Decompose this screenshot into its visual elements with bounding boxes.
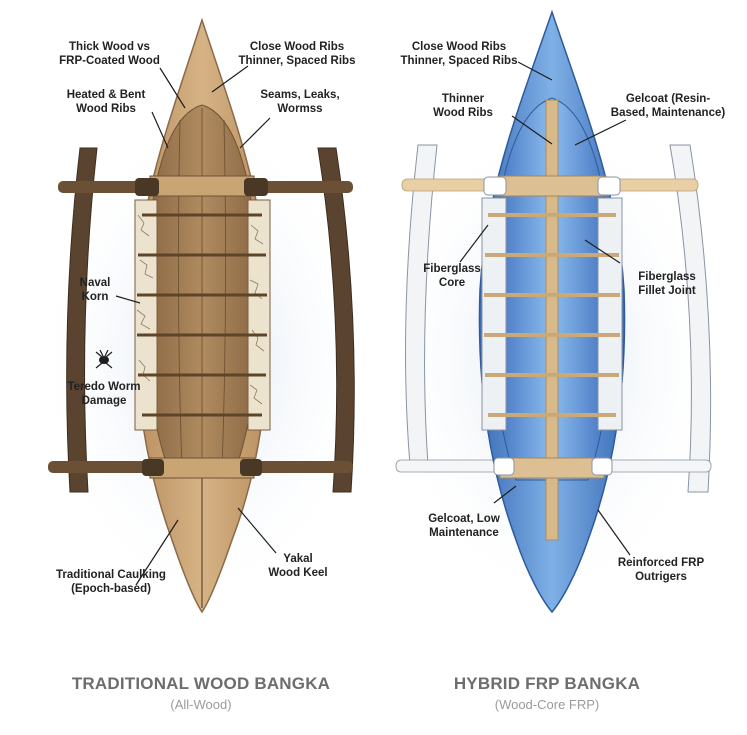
right-lashing-2 bbox=[597, 176, 621, 196]
left-leader-lines bbox=[115, 65, 277, 586]
right-outrigger-float-right bbox=[669, 144, 712, 493]
left-lashing-2 bbox=[244, 178, 268, 196]
label-gelcoat-resin: Gelcoat (Resin- Based, Maintenance) bbox=[610, 93, 726, 119]
label-naval-korn: Naval Korn bbox=[79, 277, 111, 303]
label-fiberglass-core: Fiberglass Core bbox=[423, 263, 481, 289]
right-side-panel-right bbox=[597, 197, 623, 431]
right-title: HYBRID FRP BANGKA bbox=[453, 674, 641, 693]
left-subtitle: (All-Wood) bbox=[170, 697, 232, 712]
right-thwart-top bbox=[497, 175, 607, 197]
label-gelcoat-low: Gelcoat, Low Maintenance bbox=[428, 513, 500, 539]
label-thinner-ribs: Thinner Wood Ribs bbox=[433, 93, 493, 119]
left-side-panel-left bbox=[134, 199, 158, 431]
teredo-worm-icon bbox=[95, 349, 113, 369]
right-thwart-bottom bbox=[499, 457, 605, 479]
left-outrigger-float-left bbox=[66, 147, 98, 493]
label-thick-wood: Thick Wood vs FRP-Coated Wood bbox=[59, 41, 160, 67]
label-close-ribs-left: Close Wood Ribs Thinner, Spaced Ribs bbox=[238, 41, 356, 67]
right-lashing-3 bbox=[493, 457, 515, 476]
left-outrigger-float-right bbox=[317, 147, 355, 493]
left-side-panel-right bbox=[247, 199, 271, 431]
right-side-panel-left bbox=[481, 197, 507, 431]
label-teredo: Teredo Worm Damage bbox=[67, 381, 141, 407]
left-thwart-top bbox=[149, 175, 255, 197]
label-fillet-joint: Fiberglass Fillet Joint bbox=[638, 271, 696, 297]
left-lashing-1 bbox=[135, 178, 159, 196]
label-keel: Yakal Wood Keel bbox=[268, 553, 328, 579]
label-caulking: Traditional Caulking (Epoch-based) bbox=[56, 569, 166, 595]
left-lashing-3 bbox=[142, 459, 164, 476]
label-outriggers: Reinforced FRP Outrigers bbox=[617, 557, 705, 583]
left-caulking-cracks bbox=[136, 214, 265, 405]
label-close-ribs-right: Close Wood Ribs Thinner, Spaced Ribs bbox=[400, 41, 518, 67]
left-lashing-4 bbox=[240, 459, 262, 476]
right-lashing-1 bbox=[483, 176, 507, 196]
right-boat bbox=[382, 9, 722, 614]
label-heated-ribs: Heated & Bent Wood Ribs bbox=[66, 89, 146, 115]
right-lashing-4 bbox=[591, 457, 613, 476]
right-ribs bbox=[484, 213, 620, 417]
left-boat bbox=[35, 17, 375, 614]
right-subtitle: (Wood-Core FRP) bbox=[494, 697, 600, 712]
left-ribs bbox=[137, 213, 267, 417]
right-leader-lines bbox=[459, 61, 631, 556]
left-title: TRADITIONAL WOOD BANGKA bbox=[71, 674, 331, 693]
right-keelson bbox=[545, 99, 559, 541]
left-thwart-bottom bbox=[149, 457, 255, 479]
label-seams: Seams, Leaks, Wormss bbox=[260, 89, 340, 115]
